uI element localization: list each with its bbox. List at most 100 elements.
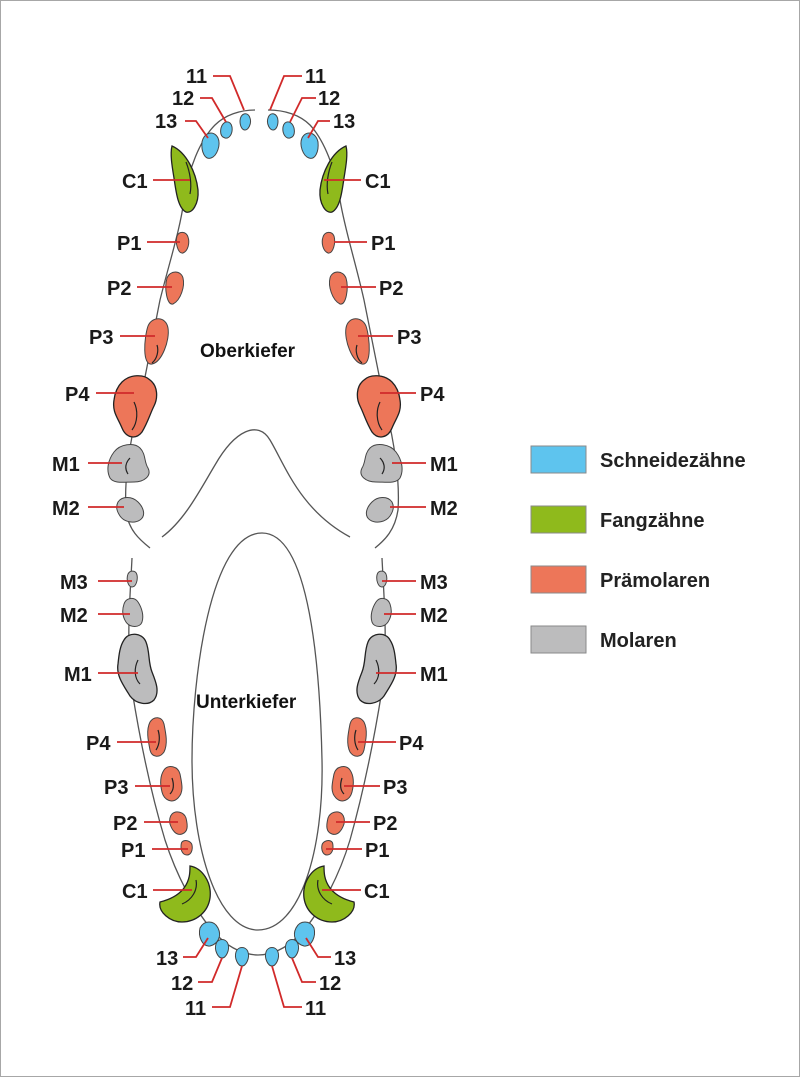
label-ll-P2: P2 <box>113 813 137 835</box>
label-ll-P3: P3 <box>104 777 128 799</box>
label-ul-P3: P3 <box>89 327 113 349</box>
leader-ll-13 <box>183 937 209 958</box>
tooth-labels: 11 12 13 C1 P1 P2 P3 P4 M1 M2 11 12 13 C… <box>52 66 458 1020</box>
label-ur-11: 11 <box>305 66 326 88</box>
label-ll-P1: P1 <box>121 840 145 862</box>
lower-right-canine <box>303 865 355 923</box>
upper-jaw-label: Oberkiefer <box>200 341 296 362</box>
leader-lr-11 <box>271 965 302 1008</box>
upper-right-molar-M2 <box>365 497 394 523</box>
lower-left-incisor-11 <box>235 947 249 967</box>
legend-label-incisor: Schneidezähne <box>600 450 746 472</box>
legend: Schneidezähne Fangzähne Prämolaren Molar… <box>530 445 746 654</box>
leader-ul-12 <box>200 97 227 123</box>
lower-right-premolar-P4 <box>347 717 367 757</box>
label-lr-M3: M3 <box>420 572 448 594</box>
label-lr-12: 12 <box>319 973 341 995</box>
lower-left-incisor-13 <box>199 921 221 947</box>
label-ul-13: 13 <box>155 111 177 133</box>
upper-left-molar-M2 <box>116 497 145 523</box>
label-lr-P2: P2 <box>373 813 397 835</box>
label-ur-12: 12 <box>318 88 340 110</box>
upper-right-incisor-12 <box>282 121 295 139</box>
leader-ll-12 <box>198 957 223 983</box>
label-lr-M1: M1 <box>420 664 448 686</box>
label-lr-13: 13 <box>334 948 356 970</box>
legend-swatch-molar <box>530 625 587 654</box>
label-ul-C1: C1 <box>122 171 148 193</box>
legend-label-premolar: Prämolaren <box>600 570 710 592</box>
leader-ur-13 <box>307 120 330 139</box>
label-ll-C1: C1 <box>122 881 148 903</box>
lower-left-premolar-P4 <box>147 717 167 757</box>
legend-label-molar: Molaren <box>600 630 677 652</box>
label-lr-P4: P4 <box>399 733 424 755</box>
label-ul-P1: P1 <box>117 233 141 255</box>
lower-right-premolar-P2 <box>326 811 345 835</box>
lower-right-molar-M1 <box>356 633 397 705</box>
label-ur-C1: C1 <box>365 171 391 193</box>
label-lr-M2: M2 <box>420 605 448 627</box>
upper-left-incisor-13 <box>201 132 220 159</box>
label-ur-M1: M1 <box>430 454 458 476</box>
upper-left-incisor-11 <box>239 113 251 131</box>
lower-left-premolar-P2 <box>169 811 188 835</box>
leader-lr-13 <box>305 937 331 958</box>
lower-right-incisor-11 <box>265 947 279 967</box>
lower-left-premolar-P3 <box>160 766 183 802</box>
label-lr-P1: P1 <box>365 840 389 862</box>
label-ur-P2: P2 <box>379 278 403 300</box>
label-ur-P4: P4 <box>420 384 445 406</box>
label-lr-P3: P3 <box>383 777 407 799</box>
lower-jaw-label: Unterkiefer <box>196 692 297 713</box>
legend-swatch-canine <box>530 505 587 534</box>
lower-left-premolar-P1 <box>180 840 193 856</box>
leader-lr-12 <box>291 957 316 983</box>
upper-left-premolar-P1 <box>175 231 190 254</box>
upper-right-premolar-P3 <box>345 318 370 365</box>
label-ul-M1: M1 <box>52 454 80 476</box>
upper-left-molar-M1 <box>107 444 150 483</box>
label-ll-M2: M2 <box>60 605 88 627</box>
label-ll-13: 13 <box>156 948 178 970</box>
label-ur-M2: M2 <box>430 498 458 520</box>
upper-jaw-teeth <box>107 113 403 523</box>
lower-right-incisor-12 <box>285 939 299 959</box>
lower-right-incisor-13 <box>293 921 315 947</box>
lower-left-canine <box>159 865 211 923</box>
label-lr-11: 11 <box>305 998 326 1020</box>
label-ll-12: 12 <box>171 973 193 995</box>
lower-left-molar-M2 <box>122 597 144 627</box>
label-ur-13: 13 <box>333 111 355 133</box>
leader-ul-13 <box>185 120 209 139</box>
label-ur-P1: P1 <box>371 233 395 255</box>
leader-ur-11 <box>269 75 302 111</box>
lower-right-molar-M2 <box>370 597 392 627</box>
upper-right-premolar-P1 <box>321 231 336 254</box>
upper-right-molar-M1 <box>360 444 403 483</box>
upper-left-incisor-12 <box>220 121 233 139</box>
lower-right-molar-M3 <box>376 570 388 588</box>
label-ll-M3: M3 <box>60 572 88 594</box>
label-ul-P4: P4 <box>65 384 90 406</box>
upper-right-premolar-P2 <box>329 271 348 305</box>
legend-label-canine: Fangzähne <box>600 510 704 532</box>
lower-left-incisor-12 <box>215 939 229 959</box>
label-ll-P4: P4 <box>86 733 111 755</box>
legend-swatch-incisor <box>530 445 587 474</box>
lower-right-premolar-P3 <box>331 766 354 802</box>
label-ur-P3: P3 <box>397 327 421 349</box>
upper-right-incisor-11 <box>267 113 279 131</box>
lower-right-premolar-P1 <box>321 840 334 856</box>
label-ll-M1: M1 <box>64 664 92 686</box>
label-lr-C1: C1 <box>364 881 390 903</box>
leader-ul-11 <box>213 75 245 111</box>
label-ul-M2: M2 <box>52 498 80 520</box>
lower-jaw-teeth <box>117 570 397 967</box>
lower-left-molar-M1 <box>117 633 158 705</box>
label-ul-P2: P2 <box>107 278 131 300</box>
leader-lines <box>88 75 426 1008</box>
upper-left-premolar-P3 <box>144 318 169 365</box>
label-ul-12: 12 <box>172 88 194 110</box>
